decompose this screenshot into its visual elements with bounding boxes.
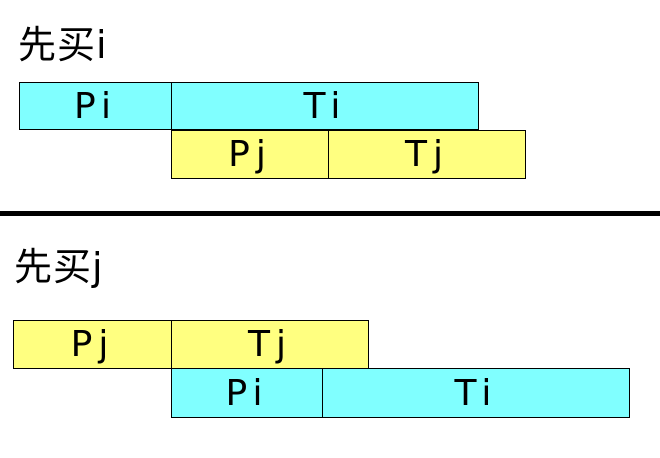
scenario-j-heading: 先买j (14, 245, 104, 289)
scenario-i-pi-block: Pi (19, 82, 172, 130)
scenario-j-tj-block: Tj (171, 320, 369, 369)
scenario-i-pj-block: Pj (171, 130, 329, 179)
section-divider (0, 211, 660, 216)
scenario-i-tj-block: Tj (328, 130, 526, 179)
scenario-i-heading: 先买i (18, 23, 108, 67)
scenario-j-ti-block: Ti (322, 368, 630, 418)
scenario-j-pj-block: Pj (13, 320, 172, 369)
scenario-j-pi-block: Pi (171, 368, 323, 418)
scenario-i-ti-block: Ti (171, 82, 479, 130)
